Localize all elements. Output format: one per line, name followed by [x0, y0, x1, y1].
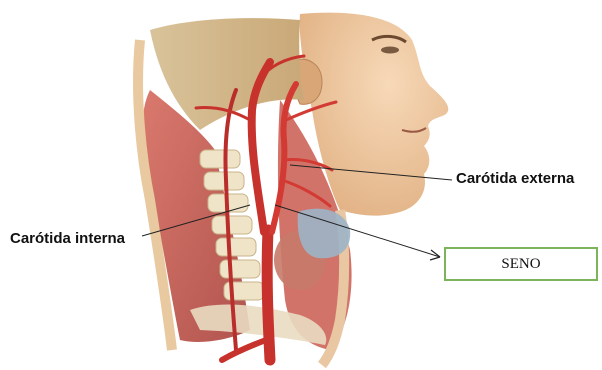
external-carotid-label: Carótida externa	[456, 170, 574, 187]
sinus-label-box: SENO	[444, 247, 598, 281]
sinus-label: SENO	[501, 256, 540, 273]
eye	[381, 47, 399, 54]
internal-carotid-label: Carótida interna	[10, 230, 125, 247]
